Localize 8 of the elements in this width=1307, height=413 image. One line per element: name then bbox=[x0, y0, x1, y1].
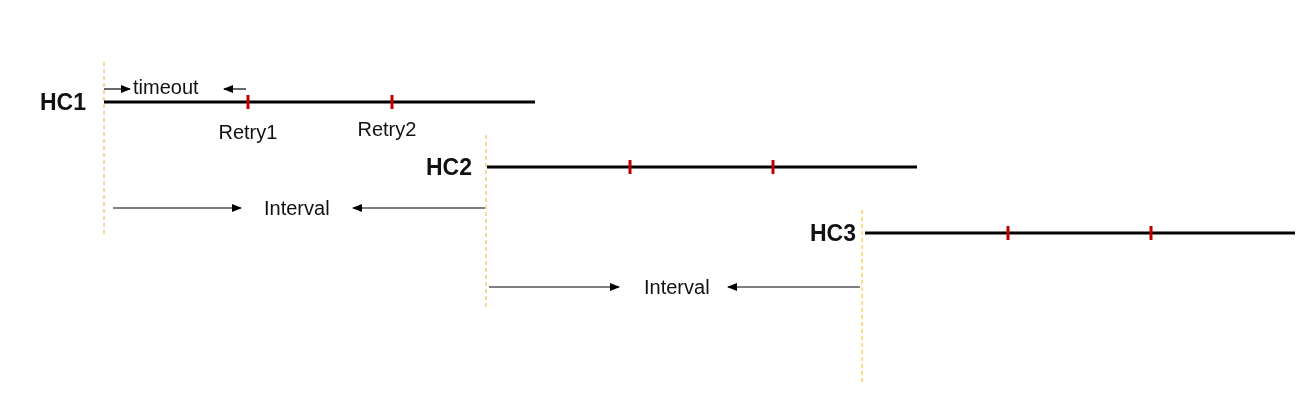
dimension-label: timeout bbox=[133, 75, 199, 99]
row-label: HC1 bbox=[40, 90, 86, 114]
tick-label: Retry1 bbox=[218, 120, 278, 144]
row-label: HC2 bbox=[426, 155, 472, 179]
dimension-label: Interval bbox=[264, 196, 330, 220]
dimension-label: Interval bbox=[644, 275, 710, 299]
tick-label: Retry2 bbox=[357, 117, 417, 141]
row-label: HC3 bbox=[810, 221, 856, 245]
